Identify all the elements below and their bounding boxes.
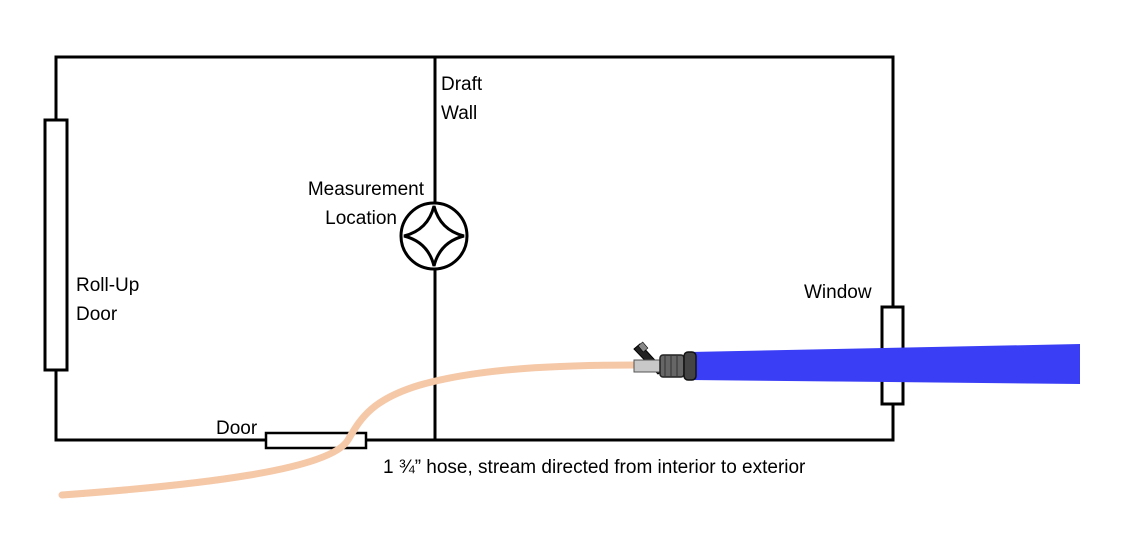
measurement-location-icon: [399, 201, 469, 271]
roll-up-door-label-line2: Door: [76, 304, 118, 325]
water-stream: [690, 344, 1080, 384]
window-label: Window: [804, 282, 872, 303]
hose-line: [58, 361, 644, 499]
draft-wall-label-line2: Wall: [441, 103, 477, 124]
hose-caption: 1 ¾” hose, stream directed from interior…: [383, 457, 806, 478]
measurement-label-line1: Measurement: [308, 179, 425, 200]
nozzle-icon: [633, 341, 697, 381]
measurement-label-line2: Location: [325, 208, 397, 229]
roll-up-door-label-line1: Roll-Up: [76, 275, 139, 296]
draft-wall-label-line1: Draft: [441, 74, 483, 95]
door-label: Door: [216, 418, 258, 439]
roll-up-door: [43, 118, 69, 372]
